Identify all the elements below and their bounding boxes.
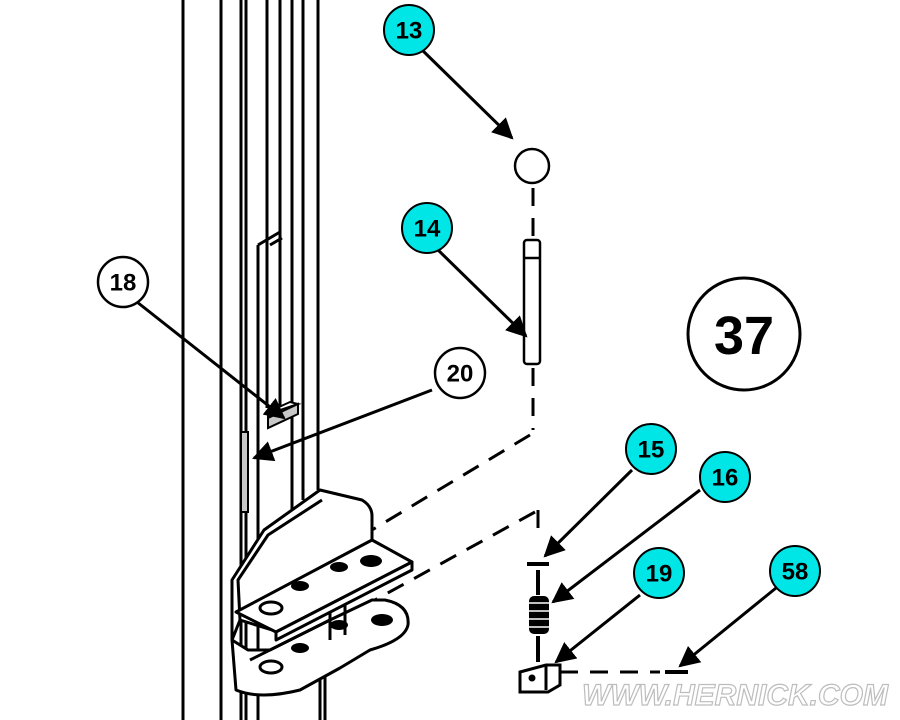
figure-number: 37	[686, 276, 802, 392]
callout-13[interactable]: 13	[383, 4, 435, 56]
watermark: WWW.HERNICK.COM	[582, 679, 889, 712]
assembly-dashed-lines	[371, 188, 660, 674]
callout-18[interactable]: 18	[96, 255, 150, 309]
part-16-spring	[529, 596, 549, 634]
part-20-strip	[240, 431, 249, 513]
callout-58[interactable]: 58	[769, 545, 821, 597]
callout-16[interactable]: 16	[699, 451, 751, 503]
callout-20-label: 20	[447, 361, 474, 388]
callout-19-label: 19	[646, 561, 673, 588]
callout-16-label: 16	[712, 465, 739, 492]
callout-20[interactable]: 20	[433, 346, 487, 400]
part-14-pin	[522, 238, 542, 366]
callout-58-label: 58	[782, 559, 809, 586]
part-19-latch	[518, 663, 562, 694]
callout-15[interactable]: 15	[625, 423, 677, 475]
callout-14-label: 14	[414, 216, 441, 243]
hinge-holes	[258, 555, 393, 675]
callout-19[interactable]: 19	[633, 547, 685, 599]
leader-arrows	[136, 44, 777, 668]
callout-18-label: 18	[110, 270, 137, 297]
callout-15-label: 15	[638, 437, 665, 464]
callout-13-label: 13	[396, 18, 423, 45]
callout-14[interactable]: 14	[401, 202, 453, 254]
figure-number-label: 37	[714, 306, 774, 366]
part-13-ball	[513, 147, 551, 185]
